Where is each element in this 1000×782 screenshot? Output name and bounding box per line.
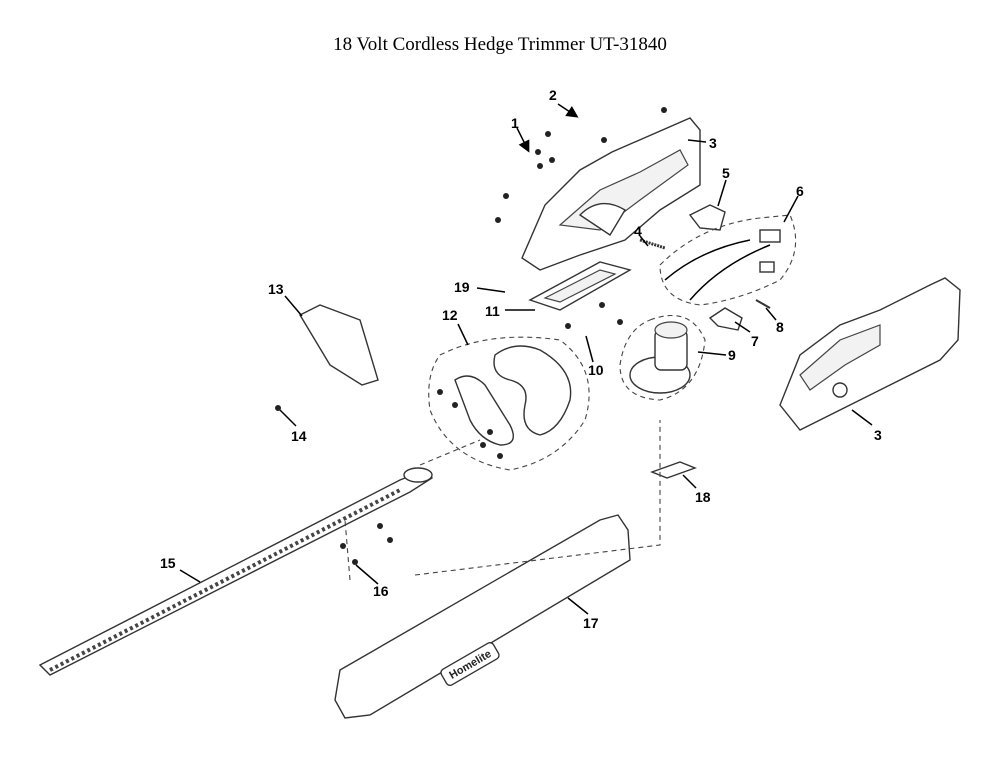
- blade-guard-plate: [299, 304, 379, 386]
- wiring-harness: [659, 214, 797, 306]
- assembly-guide-lines: [344, 420, 661, 581]
- base-plate: [528, 261, 632, 311]
- callout-2: 2: [549, 87, 557, 103]
- screws: [275, 107, 667, 565]
- callout-8: 8: [776, 319, 784, 335]
- callout-17: 17: [583, 615, 599, 631]
- blade-cover: Homelite: [334, 514, 631, 719]
- callout-13: 13: [268, 281, 284, 297]
- callout-16: 16: [373, 583, 389, 599]
- front-handle-assembly: [428, 336, 590, 471]
- callout-4: 4: [634, 223, 642, 239]
- pin-part: [755, 299, 771, 309]
- motor-assembly: [619, 315, 706, 401]
- callout-10: 10: [588, 362, 604, 378]
- callout-7: 7: [751, 333, 759, 349]
- callout-6: 6: [796, 183, 804, 199]
- housing-left-half: [521, 117, 701, 271]
- callout-14: 14: [291, 428, 307, 444]
- blade-assembly: [38, 467, 434, 676]
- callout-3-right: 3: [874, 427, 882, 443]
- callout-leaders: [179, 103, 873, 615]
- switch-part: [688, 204, 726, 231]
- callout-5: 5: [722, 165, 730, 181]
- callout-11: 11: [485, 303, 500, 319]
- callout-18: 18: [695, 489, 711, 505]
- callout-12: 12: [442, 307, 458, 323]
- callout-19: 19: [454, 279, 470, 295]
- page-title: 18 Volt Cordless Hedge Trimmer UT-31840: [333, 34, 667, 55]
- callout-1: 1: [511, 115, 519, 131]
- mount-plate: [650, 461, 697, 479]
- callout-3-top: 3: [709, 135, 717, 151]
- callout-15: 15: [160, 555, 176, 571]
- lever-part: [708, 307, 743, 331]
- callout-numbers: 1 2 3 3 4 5 6 7 8 9 10 11 12 13 14 15 16…: [160, 87, 882, 631]
- housing-right-half: [779, 277, 961, 431]
- callout-9: 9: [728, 347, 736, 363]
